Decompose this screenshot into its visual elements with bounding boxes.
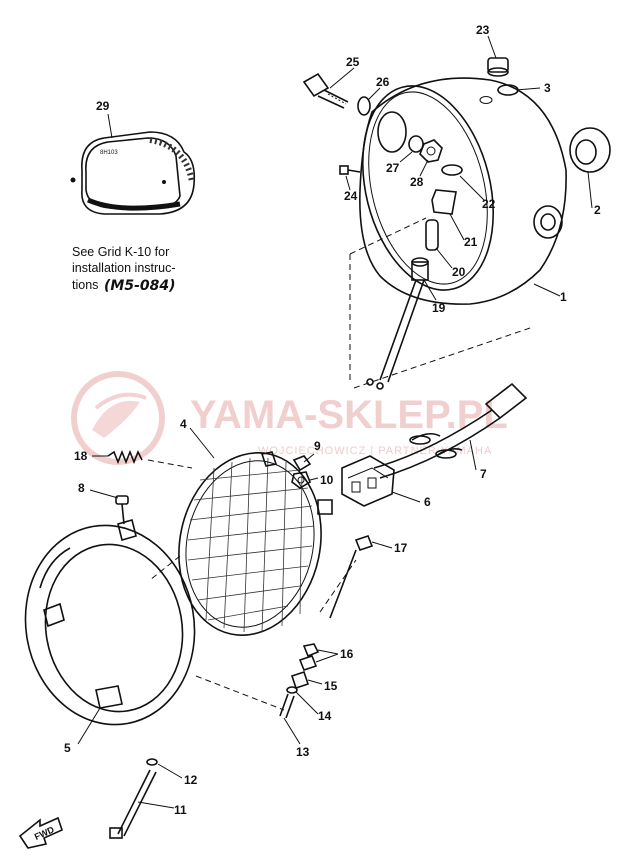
- leader-29: [107, 113, 113, 139]
- ring-22: [441, 164, 463, 176]
- washer-12: [146, 758, 158, 766]
- callout-20: 20: [452, 265, 466, 279]
- callout-6: 6: [424, 495, 431, 509]
- note-line-1: See Grid K-10 for: [72, 245, 169, 259]
- alignment-line: [147, 459, 193, 469]
- bracket-17: [329, 535, 374, 619]
- screw-11: [109, 769, 157, 839]
- alignment-line: [149, 555, 181, 581]
- alignment-line: [319, 559, 357, 613]
- callout-labels: 1 2 3 4 5 6 7 8 9 10 11 12 13 14 15 16 1…: [64, 23, 601, 817]
- alignment-line: [349, 217, 427, 255]
- washer-27: [408, 135, 424, 153]
- connector-6: [341, 455, 395, 507]
- washer-3: [497, 84, 519, 96]
- callout-8: 8: [78, 481, 85, 495]
- callout-9: 9: [314, 439, 321, 453]
- relay-tiny-label: 8H103: [100, 150, 118, 156]
- callout-21: 21: [464, 235, 478, 249]
- callout-17: 17: [394, 541, 408, 555]
- note-line-2: installation instruc-: [72, 261, 176, 275]
- alignment-line: [353, 327, 531, 389]
- bulb-20: [425, 219, 439, 251]
- washer-15: [290, 670, 310, 690]
- screw-8: [115, 495, 129, 525]
- callout-29: 29: [96, 99, 110, 113]
- callout-12: 12: [184, 773, 198, 787]
- note-reference-code: (M5-084): [104, 278, 176, 294]
- watermark-brand: YAMA-SKLEP.PL: [190, 393, 508, 437]
- cord-19: [366, 257, 429, 390]
- callout-25: 25: [346, 55, 360, 69]
- callout-4: 4: [180, 417, 187, 431]
- collar-14: [286, 686, 298, 694]
- callout-24: 24: [344, 189, 358, 203]
- nut-9: [292, 455, 312, 472]
- callout-11: 11: [174, 803, 187, 817]
- forward-arrow-icon: FWD: [18, 816, 63, 849]
- washer-26: [357, 96, 371, 116]
- nut-16: [298, 643, 320, 671]
- socket-21: [431, 189, 457, 215]
- callout-18: 18: [74, 449, 88, 463]
- alignment-line: [195, 675, 285, 711]
- watermark-tagline: WOJCIECHOWICZ | PARTNER YAMAHA: [258, 445, 492, 457]
- nut-10: [291, 471, 311, 489]
- callout-5: 5: [64, 741, 71, 755]
- nut-28: [419, 139, 443, 163]
- callout-28: 28: [410, 175, 424, 189]
- headlight-housing: [359, 77, 567, 305]
- callout-7: 7: [480, 467, 487, 481]
- callout-22: 22: [482, 197, 496, 211]
- leader-lines: [77, 35, 593, 809]
- callout-14: 14: [318, 709, 332, 723]
- callout-1: 1: [560, 290, 567, 304]
- screw-24: [339, 165, 361, 175]
- installation-note: See Grid K-10 for installation instruc- …: [72, 245, 176, 294]
- spring-18: [107, 449, 143, 465]
- callout-2: 2: [594, 203, 601, 217]
- callout-27: 27: [386, 161, 400, 175]
- callout-15: 15: [324, 679, 338, 693]
- callout-13: 13: [296, 745, 310, 759]
- grommet-2: [569, 127, 611, 173]
- cap-23: [487, 57, 509, 77]
- part-29-relay-illustration: 8H103: [70, 131, 196, 215]
- lens-pattern: [187, 457, 315, 633]
- callout-3: 3: [544, 81, 551, 95]
- callout-10: 10: [320, 473, 334, 487]
- callout-23: 23: [476, 23, 490, 37]
- bolt-13: [279, 693, 295, 719]
- sealed-beam-unit-4: [178, 451, 333, 636]
- callout-26: 26: [376, 75, 390, 89]
- callout-16: 16: [340, 647, 354, 661]
- headlight-rim-5: [24, 519, 196, 726]
- watermark: YAMA-SKLEP.PL WOJCIECHOWICZ | PARTNER YA…: [71, 371, 508, 465]
- note-line-3: tions: [72, 278, 98, 292]
- callout-19: 19: [432, 301, 446, 315]
- bolt-25: [302, 72, 349, 109]
